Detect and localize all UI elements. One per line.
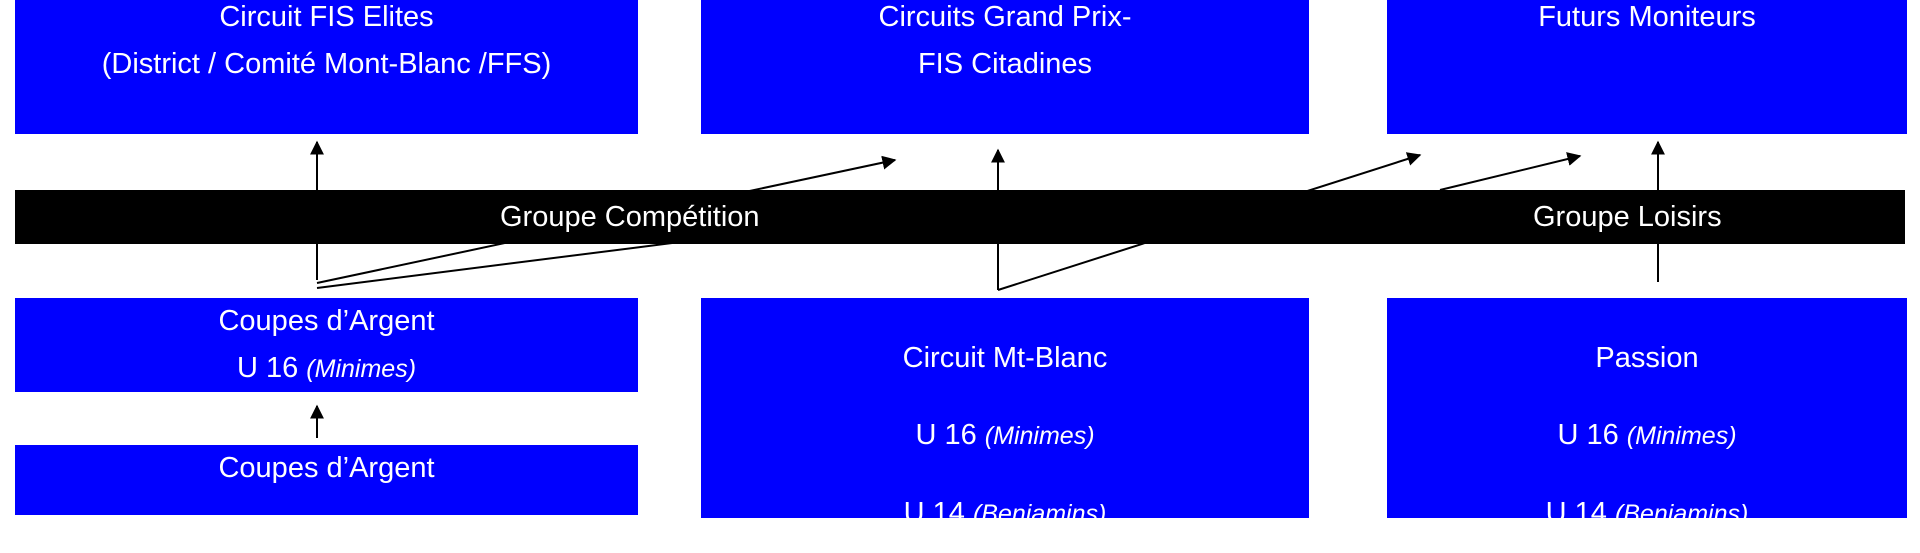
mt-blanc-u16-label: (Minimes) bbox=[984, 422, 1095, 450]
box-coupes-argent-u16: Coupes d’Argent U 16 (Minimes) bbox=[15, 298, 638, 392]
passion-u14-label: (Benjamins) bbox=[1614, 500, 1749, 528]
passion-u14: U 14 (Benjamins) bbox=[1546, 475, 1749, 553]
box-circuit-fis-elites: Circuit FIS Elites (District / Comité Mo… bbox=[15, 0, 638, 134]
futurs-moniteurs-title: Futurs Moniteurs bbox=[1538, 1, 1756, 33]
box-circuit-mt-blanc: Circuit Mt-Blanc U 16 (Minimes) U 14 (Be… bbox=[701, 298, 1309, 529]
fis-elites-title: Circuit FIS Elites bbox=[219, 1, 434, 33]
arrow-loisirs-diagonal bbox=[1439, 152, 1582, 191]
groupe-competition-label: Groupe Compétition bbox=[500, 201, 760, 233]
box-futurs-moniteurs: Futurs Moniteurs bbox=[1387, 0, 1907, 134]
age-category-label: (Minimes) bbox=[306, 355, 417, 383]
arrow-u16-to-grand-prix-b bbox=[316, 241, 681, 289]
groups-band bbox=[15, 190, 1905, 244]
box-circuits-grand-prix: Circuits Grand Prix- FIS Citadines bbox=[701, 0, 1309, 134]
passion-u14-category: U 14 bbox=[1545, 497, 1607, 529]
passion-u16-category: U 16 bbox=[1557, 419, 1619, 451]
box-passion: Passion U 16 (Minimes) U 14 (Benjamins) bbox=[1387, 298, 1907, 529]
coupes-argent-2-title: Coupes d’Argent bbox=[218, 452, 435, 484]
age-category: U 16 bbox=[236, 352, 299, 384]
grand-prix-title: Circuits Grand Prix- bbox=[878, 1, 1132, 33]
coupes-argent-age: U 16 (Minimes) bbox=[237, 345, 416, 393]
passion-u16-label: (Minimes) bbox=[1626, 422, 1737, 450]
mt-blanc-u16: U 16 (Minimes) bbox=[915, 397, 1094, 475]
box-coupes-argent-2: Coupes d’Argent bbox=[15, 445, 638, 515]
mt-blanc-u14-label: (Benjamins) bbox=[972, 500, 1107, 528]
passion-u16: U 16 (Minimes) bbox=[1557, 397, 1736, 475]
fis-elites-subtitle: (District / Comité Mont-Blanc /FFS) bbox=[101, 48, 552, 80]
passion-title: Passion bbox=[1595, 342, 1699, 374]
mt-blanc-u14: U 14 (Benjamins) bbox=[904, 475, 1107, 553]
groupe-loisirs-label: Groupe Loisirs bbox=[1533, 201, 1722, 233]
coupes-argent-title: Coupes d’Argent bbox=[218, 305, 435, 337]
mt-blanc-u14-category: U 14 bbox=[903, 497, 965, 529]
mt-blanc-u16-category: U 16 bbox=[915, 419, 977, 451]
mt-blanc-title: Circuit Mt-Blanc bbox=[902, 342, 1108, 374]
grand-prix-subtitle: FIS Citadines bbox=[917, 48, 1093, 80]
